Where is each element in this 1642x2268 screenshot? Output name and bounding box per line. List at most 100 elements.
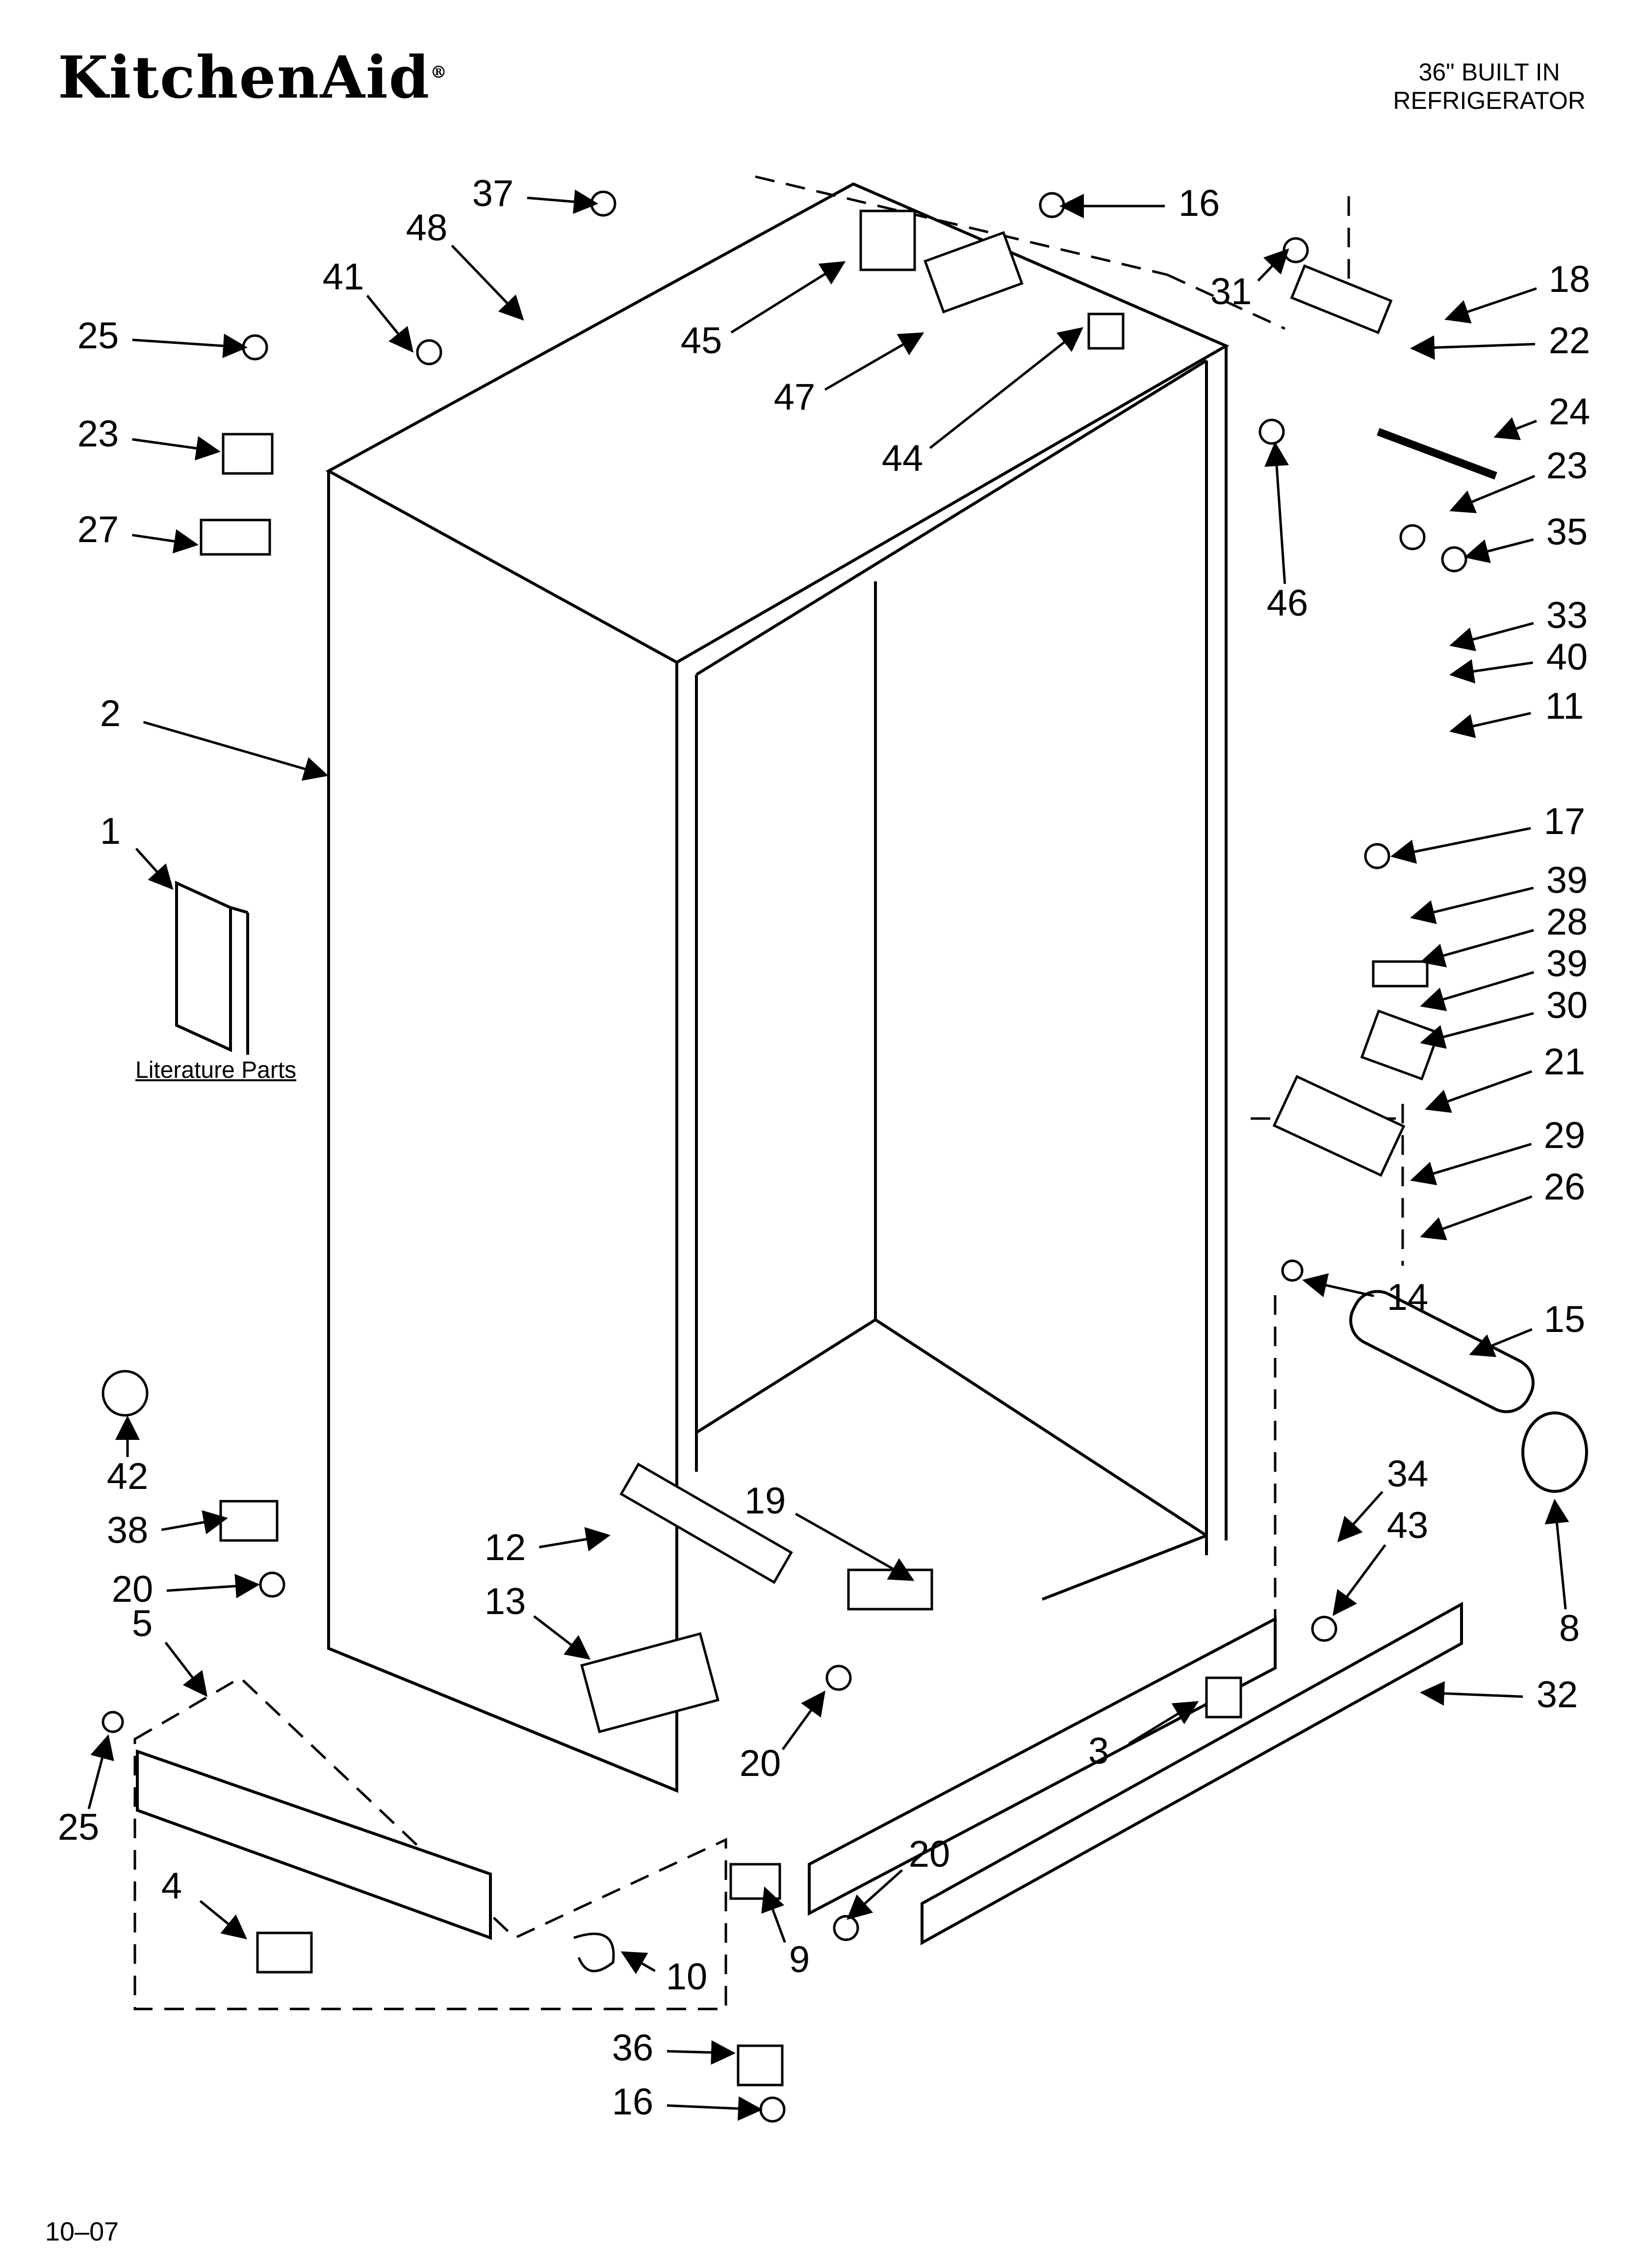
callout-14: 14 [1302,1273,1428,1318]
leader-arrow [667,2040,736,2065]
leader-arrow [143,721,329,781]
callout-number: 39 [1546,860,1588,901]
screw-icon [416,339,442,365]
leader-arrow [533,1615,590,1660]
leader-arrow [781,1690,825,1750]
callout-number: 45 [681,320,722,362]
leader-arrow [620,1951,656,1975]
callout-number: 44 [882,438,924,479]
callout-35: 35 [1464,511,1588,563]
callout-47: 47 [774,332,924,418]
callout-number: 24 [1549,391,1591,433]
callout-number: 12 [485,1527,526,1568]
callout-26: 26 [1420,1166,1585,1241]
callout-33: 33 [1449,595,1588,652]
leader-arrow [1425,1070,1533,1113]
leader-arrow [1420,1195,1533,1241]
screw-icon [1399,524,1426,550]
callout-19: 19 [744,1480,915,1581]
callout-number: 48 [406,207,448,249]
brand-logo: KitchenAid® [58,43,448,111]
callout-40: 40 [1449,636,1588,684]
leader-arrow [1128,1701,1199,1745]
callout-number: 32 [1537,1674,1578,1716]
leader-arrow [730,261,846,334]
leader-arrow [1337,1490,1384,1542]
leader-arrow [795,1512,915,1581]
callout-16: 16 [1059,182,1220,224]
callout-12: 12 [485,1527,611,1568]
screw-icon [1039,192,1065,218]
leader-arrow [451,244,524,321]
screw-icon [1281,1259,1304,1282]
leader-arrow [1420,1012,1534,1049]
callout-number: 10 [666,1956,708,1998]
callout-number: 23 [77,413,119,455]
leader-arrow [1420,971,1535,1012]
callout-number: 33 [1546,595,1588,636]
callout-number: 15 [1544,1299,1586,1340]
literature-caption: Literature Parts [135,1057,297,1083]
callout-number: 16 [1179,182,1220,224]
callout-9: 9 [761,1886,810,1981]
leader-arrow [1449,474,1536,513]
literature-booklet-icon [175,881,232,1052]
callout-20: 20 [112,1568,260,1610]
callout-32: 32 [1420,1674,1578,1716]
callout-number: 20 [909,1833,950,1875]
callout-number: 42 [107,1456,149,1497]
callout-4: 4 [161,1865,247,1940]
screw-icon [1311,1616,1337,1642]
leader-arrow [1469,1328,1533,1357]
clip-9-icon [729,1863,781,1900]
hinge-icon [1360,1009,1440,1081]
callout-number: 36 [612,2027,654,2069]
leader-arrow [135,848,174,890]
model-title: 36" BUILT IN REFRIGERATOR [1393,58,1586,115]
cabinet [325,182,1230,1793]
leader-arrow [1444,287,1537,324]
hinge-bracket-icon [1290,264,1393,335]
bracket-19-icon [847,1568,933,1611]
callout-10: 10 [620,1951,708,1998]
spring-icon [1377,428,1497,480]
callout-number: 19 [744,1480,786,1522]
callout-38: 38 [107,1510,228,1551]
screw-icon [833,1915,859,1941]
callout-number: 17 [1544,801,1586,842]
leader-arrow [1390,827,1531,864]
leader-arrow [1410,886,1534,924]
callout-25: 25 [77,315,248,358]
callout-number: 47 [774,376,816,418]
callout-39: 39 [1420,943,1588,1012]
leader-arrow [1464,538,1534,563]
callout-24: 24 [1493,391,1591,441]
date-code: 10–07 [45,2217,119,2246]
leader-arrow [1420,1681,1523,1706]
leader-arrow [824,332,924,391]
callout-46: 46 [1264,442,1308,624]
callout-13: 13 [485,1581,590,1660]
callout-3: 3 [1088,1701,1199,1772]
callout-number: 30 [1546,985,1588,1026]
leader-arrow [1420,929,1534,967]
leader-arrow [1264,442,1289,584]
wire-icon [573,1932,615,1973]
callout-number: 29 [1544,1115,1586,1156]
model-line-1: 36" BUILT IN [1418,58,1560,86]
callout-37: 37 [472,173,598,214]
plate-icon [1272,1075,1406,1177]
bracket-38-icon [219,1500,279,1542]
water-filter-icon [1349,1290,1588,1493]
callout-number: 34 [1387,1453,1429,1495]
callout-number: 37 [472,173,514,214]
screw-icon [259,1571,285,1598]
callout-number: 11 [1545,685,1584,727]
screw-icon [242,334,268,361]
leader-arrow [164,1642,208,1697]
callout-number: 40 [1546,636,1588,678]
callout-11: 11 [1449,685,1584,738]
screw-icon [1283,237,1309,263]
callout-25: 25 [58,1734,114,1848]
leader-arrow [132,334,248,358]
